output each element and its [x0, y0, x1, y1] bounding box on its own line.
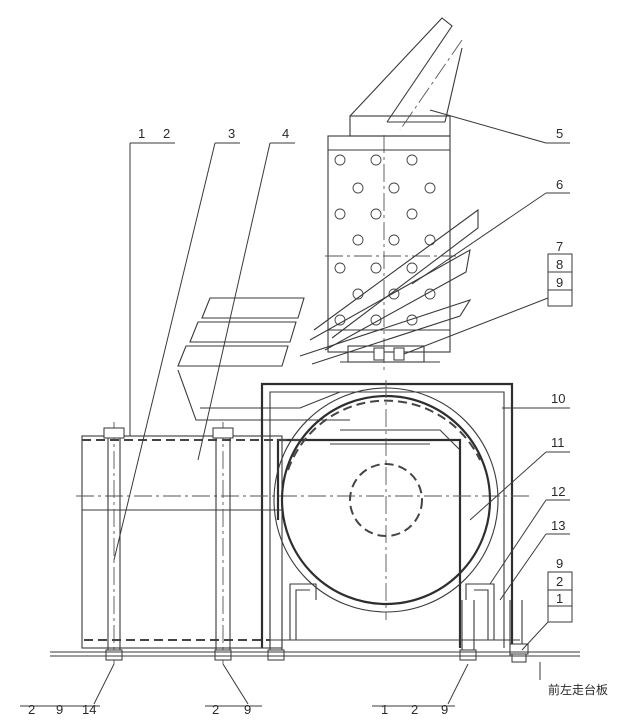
perforation-hole	[406, 208, 418, 220]
perforation-hole	[424, 182, 436, 194]
perforation-hole	[406, 314, 418, 326]
anchor-studs	[103, 422, 529, 664]
drum-rotor	[273, 380, 499, 620]
perforation-hole	[424, 288, 436, 300]
support-frame	[260, 382, 514, 648]
callout-bl-2: 2	[28, 702, 35, 717]
saddle-brackets	[270, 583, 520, 641]
callout-2-right: 2	[556, 574, 563, 589]
perforation-hole	[370, 262, 382, 274]
leader-lines	[20, 109, 573, 707]
perforation-hole	[388, 182, 400, 194]
callout-7: 7	[556, 239, 563, 254]
base-block	[76, 435, 530, 649]
callout-1: 1	[138, 126, 145, 141]
callout-4: 4	[282, 126, 289, 141]
callout-bm-2: 2	[212, 702, 219, 717]
callout-br-9: 9	[441, 702, 448, 717]
callout-2: 2	[163, 126, 170, 141]
callout-3: 3	[228, 126, 235, 141]
guard-slats	[177, 297, 350, 421]
perforation-hole	[406, 262, 418, 274]
perforation-hole	[352, 234, 364, 246]
perforation-hole	[406, 154, 418, 166]
deck-plate-label: 前左走台板	[548, 682, 608, 697]
perforation-hole	[334, 208, 346, 220]
perforated-screen-column	[325, 135, 456, 370]
perforation-hole	[334, 154, 346, 166]
perforation-hole	[370, 154, 382, 166]
inlet-hopper	[349, 17, 463, 137]
baffle-plates	[299, 208, 479, 365]
callout-5: 5	[556, 126, 563, 141]
perforation-hole	[352, 182, 364, 194]
transition-bolts	[340, 345, 440, 363]
callout-9-upper: 9	[556, 275, 563, 290]
callout-13: 13	[551, 518, 565, 533]
callout-bl-14: 14	[82, 702, 96, 717]
callout-bm-9: 9	[244, 702, 251, 717]
callout-8: 8	[556, 257, 563, 272]
perforation-hole	[388, 234, 400, 246]
perforation-hole	[334, 262, 346, 274]
callout-11: 11	[551, 435, 565, 450]
callout-6: 6	[556, 177, 563, 192]
callout-1-right: 1	[556, 591, 563, 606]
callout-9-right: 9	[556, 556, 563, 571]
perforation-hole	[388, 288, 400, 300]
callout-bl-9: 9	[56, 702, 63, 717]
callout-br-1: 1	[381, 702, 388, 717]
perforation-hole	[370, 314, 382, 326]
perforation-hole	[424, 234, 436, 246]
perforation-hole	[370, 208, 382, 220]
callout-10: 10	[551, 391, 565, 406]
callout-br-2: 2	[411, 702, 418, 717]
callout-12: 12	[551, 484, 565, 499]
deck-plate	[50, 651, 580, 657]
